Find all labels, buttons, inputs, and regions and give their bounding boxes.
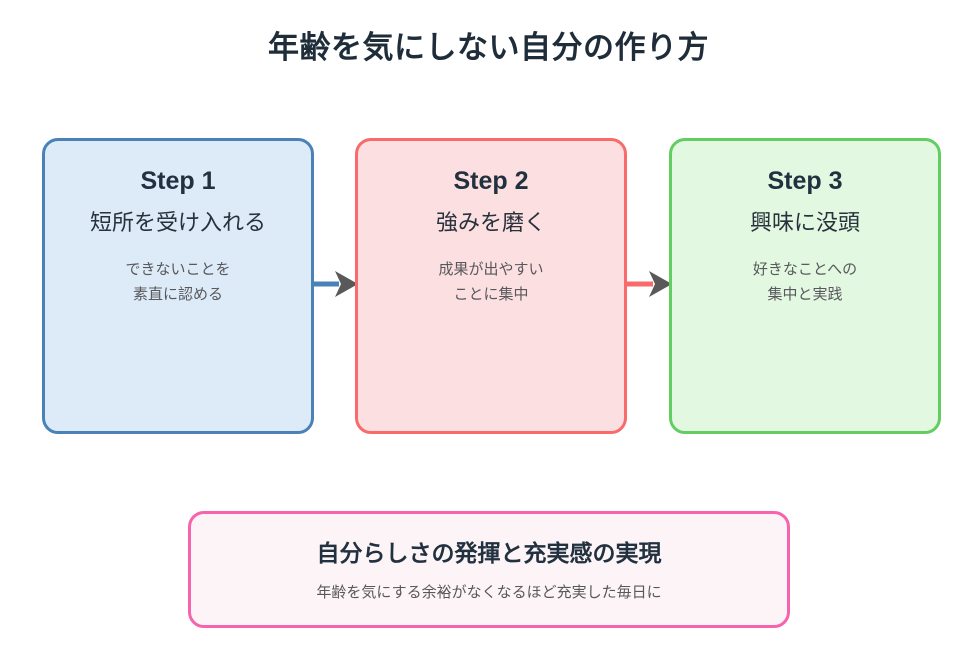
step-1-label: Step 1	[140, 167, 216, 195]
step-1-description-line-2: 素直に認める	[132, 285, 223, 303]
step-2-description: 成果が出やすい ことに集中	[358, 258, 624, 308]
step-card-2[interactable]: Step 2 強みを磨く 成果が出やすい ことに集中	[355, 138, 627, 434]
step-card-1[interactable]: Step 1 短所を受け入れる できないことを 素直に認める	[42, 138, 314, 434]
step-2-label: Step 2	[453, 167, 529, 195]
step-card-3[interactable]: Step 3 興味に没頭 好きなことへの 集中と実践	[669, 138, 941, 434]
step-3-label: Step 3	[767, 167, 843, 195]
outcome-title: 自分らしさの発揮と充実感の実現	[316, 540, 662, 566]
step-3-description-line-2: 集中と実践	[767, 285, 843, 303]
step-3-description: 好きなことへの 集中と実践	[672, 258, 938, 308]
page-title: 年齢を気にしない自分の作り方	[268, 30, 709, 65]
step-2-description-line-2: ことに集中	[453, 285, 529, 303]
step-1-description-line-1: できないことを	[125, 261, 231, 279]
outcome-description: 年齢を気にする余裕がなくなるほど充実した毎日に	[316, 583, 662, 601]
step-3-headline: 興味に没頭	[749, 209, 860, 235]
arrow-step2-to-step3-icon	[627, 271, 672, 297]
arrow-step1-to-step2-icon	[313, 271, 358, 297]
step-1-description: できないことを 素直に認める	[45, 258, 311, 308]
step-3-description-line-1: 好きなことへの	[752, 261, 858, 279]
step-2-description-line-1: 成果が出やすい	[438, 261, 544, 279]
step-2-headline: 強みを磨く	[435, 209, 546, 235]
outcome-card[interactable]: 自分らしさの発揮と充実感の実現 年齢を気にする余裕がなくなるほど充実した毎日に	[188, 511, 790, 628]
step-1-headline: 短所を受け入れる	[89, 209, 266, 235]
